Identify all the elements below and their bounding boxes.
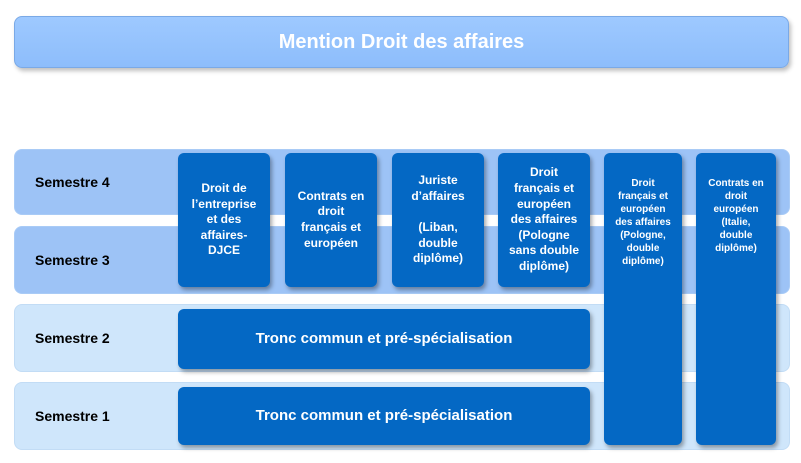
track-droit-pologne-double: Droit français et européen des affaires … bbox=[604, 153, 682, 445]
track-contrats-italie: Contrats en droit européen (Italie, doub… bbox=[696, 153, 776, 445]
semester-label: Semestre 4 bbox=[35, 174, 110, 190]
title-text: Mention Droit des affaires bbox=[278, 30, 525, 53]
track-juriste-affaires-liban: Juriste d’affaires (Liban, double diplôm… bbox=[392, 153, 484, 287]
common-core-label: Tronc commun et pré-spécialisation bbox=[255, 330, 513, 348]
track-label: Droit de l’entreprise et des affaires- D… bbox=[191, 181, 257, 258]
track-label: Juriste d’affaires (Liban, double diplôm… bbox=[411, 173, 465, 266]
page-title: Mention Droit des affaires bbox=[14, 16, 789, 68]
semester-label: Semestre 3 bbox=[35, 252, 110, 268]
semester-label: Semestre 1 bbox=[35, 408, 110, 424]
track-label: Contrats en droit français et européen bbox=[297, 188, 365, 250]
common-core-label: Tronc commun et pré-spécialisation bbox=[255, 407, 513, 425]
track-djce: Droit de l’entreprise et des affaires- D… bbox=[178, 153, 270, 287]
track-contrats-francais-europeen: Contrats en droit français et européen bbox=[285, 153, 377, 287]
track-label: Droit français et européen des affaires … bbox=[615, 178, 671, 267]
common-core-s2: Tronc commun et pré-spécialisation bbox=[178, 309, 590, 369]
track-droit-pologne-sans-double: Droit français et européen des affaires … bbox=[498, 153, 590, 287]
track-label: Contrats en droit européen (Italie, doub… bbox=[708, 178, 764, 254]
track-label: Droit français et européen des affaires … bbox=[508, 165, 579, 273]
common-core-s1: Tronc commun et pré-spécialisation bbox=[178, 387, 590, 445]
semester-label: Semestre 2 bbox=[35, 330, 110, 346]
